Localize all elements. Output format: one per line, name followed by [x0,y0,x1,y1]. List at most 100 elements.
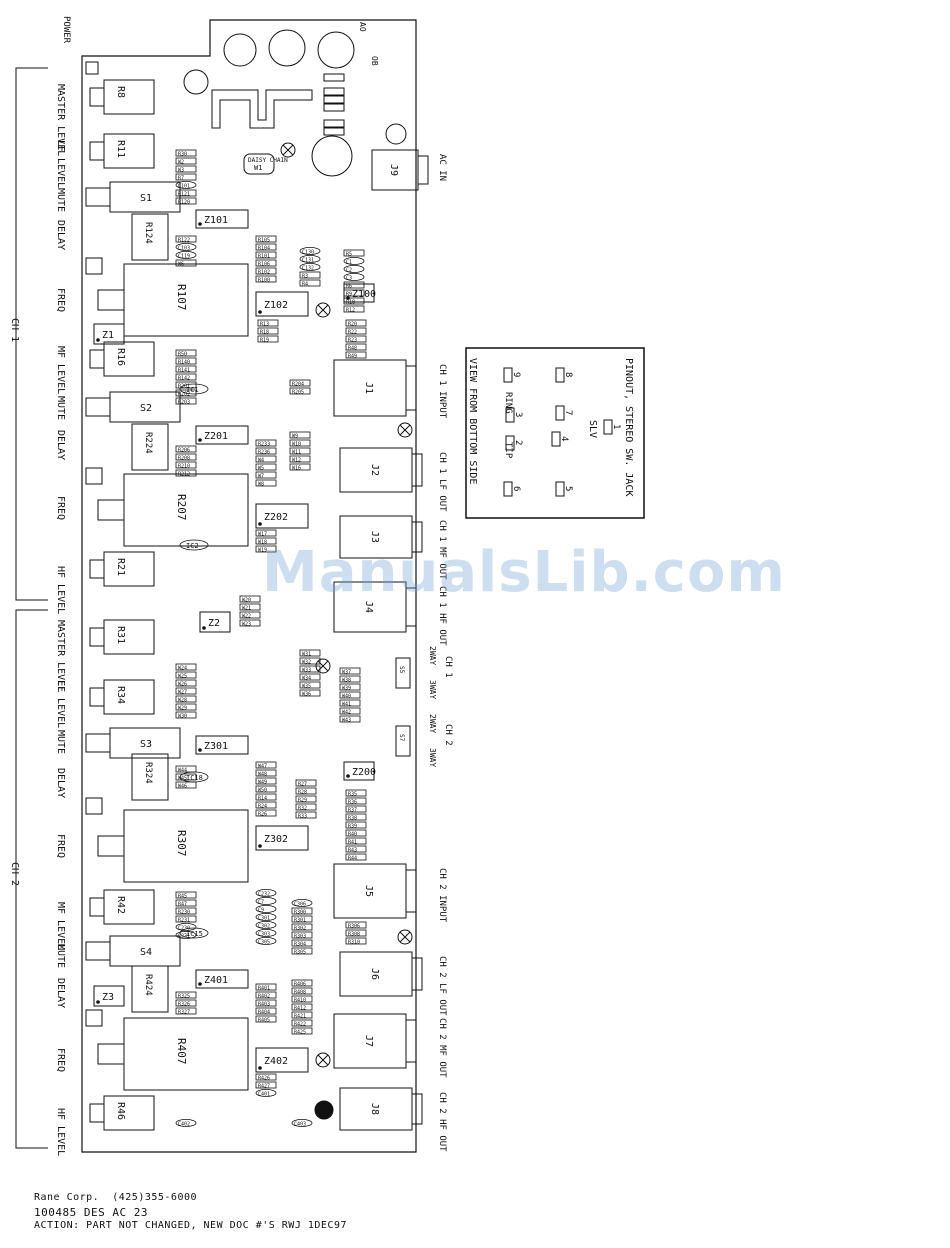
jack-label: CH 2 INPUT [437,868,447,923]
component-ref: R20 [348,322,357,328]
footer-docnum: 100485 DES AC 23 [34,1206,148,1219]
small-component-layer: R30W2W3R7C101R121R120R122C103C119W6R105R… [175,149,367,1128]
pin-pad [603,419,613,435]
left-label-mute: MUTE [55,188,66,212]
component-ref: R142 [178,376,190,382]
jack-label: AC IN [437,154,447,181]
pot-shaft [89,141,105,161]
big-cap-1 [223,33,257,67]
component-ref: C401 [258,1092,270,1098]
delay-ref: R324 [143,762,153,784]
resistor-pad [289,379,311,387]
pot-body [103,619,155,655]
pin-number: 3 [513,412,523,417]
mount-holes [314,302,413,1120]
component-ref: R43 [348,848,357,854]
jack-barrel [405,869,417,913]
component-ref: R305 [294,950,306,956]
left-label-master-level: MASTER LEVEL [55,620,66,692]
component-ref: C305 [258,940,270,946]
component-ref: C101 [178,184,190,190]
resistor-pad [255,1007,277,1015]
component-ref: R5 [346,252,352,258]
way-switch-body [395,725,411,757]
resistor-pad [291,987,313,995]
ic-pin1-dot [96,1000,100,1004]
resistor-pad [255,471,277,479]
ao-label: AO [358,22,367,32]
ic-ref: Z102 [264,300,288,311]
resistor-pad [291,1011,313,1019]
ic-ref: Z3 [102,992,114,1003]
component-ref: R412 [294,1006,306,1012]
resistor-pad [291,947,313,955]
resistor-pad [299,657,321,665]
resistor-pad [291,915,313,923]
ic-label-outline [179,771,209,783]
resistor-pad [175,397,197,405]
ic-ref: Z200 [352,767,376,778]
switch-actuator [85,187,111,207]
delay-trimmer [131,423,169,471]
component-ref: C2 [346,268,352,274]
trim-square [85,257,103,275]
component-ref: R120 [178,200,190,206]
left-label-delay: DELAY [55,220,66,250]
resistor-pad [255,447,277,455]
component-ref: R326 [178,1002,190,1008]
ic-body [255,291,309,317]
pot-body [103,679,155,715]
way-switch-bottom: 3WAY [428,748,437,767]
resistor-pad [345,351,367,359]
pin-pad [555,481,565,497]
left-label-mf-level: MF LEVEL [55,902,66,950]
component-ref: W12 [292,458,301,464]
pot-ref: R46 [115,1102,126,1120]
resistor-pad [255,761,277,769]
resistor-pad [175,703,197,711]
big-cap-2 [268,29,306,67]
pin-number: 8 [563,372,573,377]
component-ref: W21 [242,606,251,612]
delay-trimmer [131,753,169,801]
component-ref: W8 [258,482,264,488]
jack-label: CH 2 LF OUT [437,956,447,1016]
resistor-pad [257,327,279,335]
component-ref: W11 [292,450,301,456]
ic-label-outline [179,927,209,939]
resistor-pad [255,479,277,487]
footer-company: Rane Corp. (425)355-6000 [34,1192,198,1203]
ic-body [195,425,249,445]
resistor-pad [255,777,277,785]
resistor-pad [255,983,277,991]
resistor-pad [175,899,197,907]
component-ref: R6 [346,284,352,290]
resistor-pad [295,779,317,787]
delay-trimmer [131,213,169,261]
ic-body [93,985,125,1007]
left-label-mute: MUTE [55,730,66,754]
component-ref: R13 [260,322,269,328]
resistor-pad [175,711,197,719]
component-ref: R105 [258,238,270,244]
component-ref: W16 [292,466,301,472]
resistor-pad [175,157,197,165]
resistor-pad [175,259,197,267]
resistor-pad [291,939,313,947]
jack-barrel [411,453,423,487]
ic-pin1-dot [258,1066,262,1070]
resistor-pad [175,469,197,477]
ic-body [195,209,249,229]
capacitor-pad [291,899,313,908]
resistor-pad [299,689,321,697]
jack-ref: J5 [363,885,374,897]
component-ref: R102 [258,270,270,276]
jack-label: CH 1 LF OUT [437,452,447,512]
pot-shaft [89,627,105,647]
component-ref: R402 [258,994,270,1000]
component-ref: R18 [260,330,269,336]
jack-ref: J3 [369,531,380,543]
resistor-pad [255,439,277,447]
component-ref: W35 [302,684,311,690]
